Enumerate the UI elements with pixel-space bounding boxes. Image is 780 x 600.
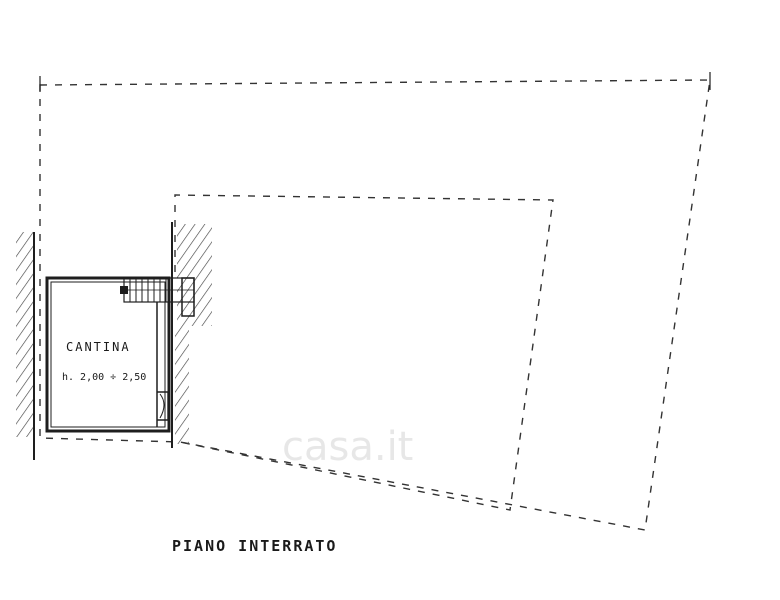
cantina-room-walls [45, 276, 171, 433]
building-footprint [174, 194, 554, 511]
left-earth-hatch [16, 232, 34, 437]
plan-title: PIANO INTERRATO [172, 537, 338, 555]
right-earth-hatch-lower [175, 326, 189, 444]
cantina-room-inner [50, 281, 166, 428]
room-name-label: CANTINA [66, 340, 131, 354]
room-height-label: h. 2,00 ÷ 2,50 [62, 372, 147, 383]
staircase [120, 277, 195, 317]
property-boundary [39, 79, 711, 531]
watermark: casa.it [282, 424, 414, 470]
cantina-door [156, 302, 169, 427]
